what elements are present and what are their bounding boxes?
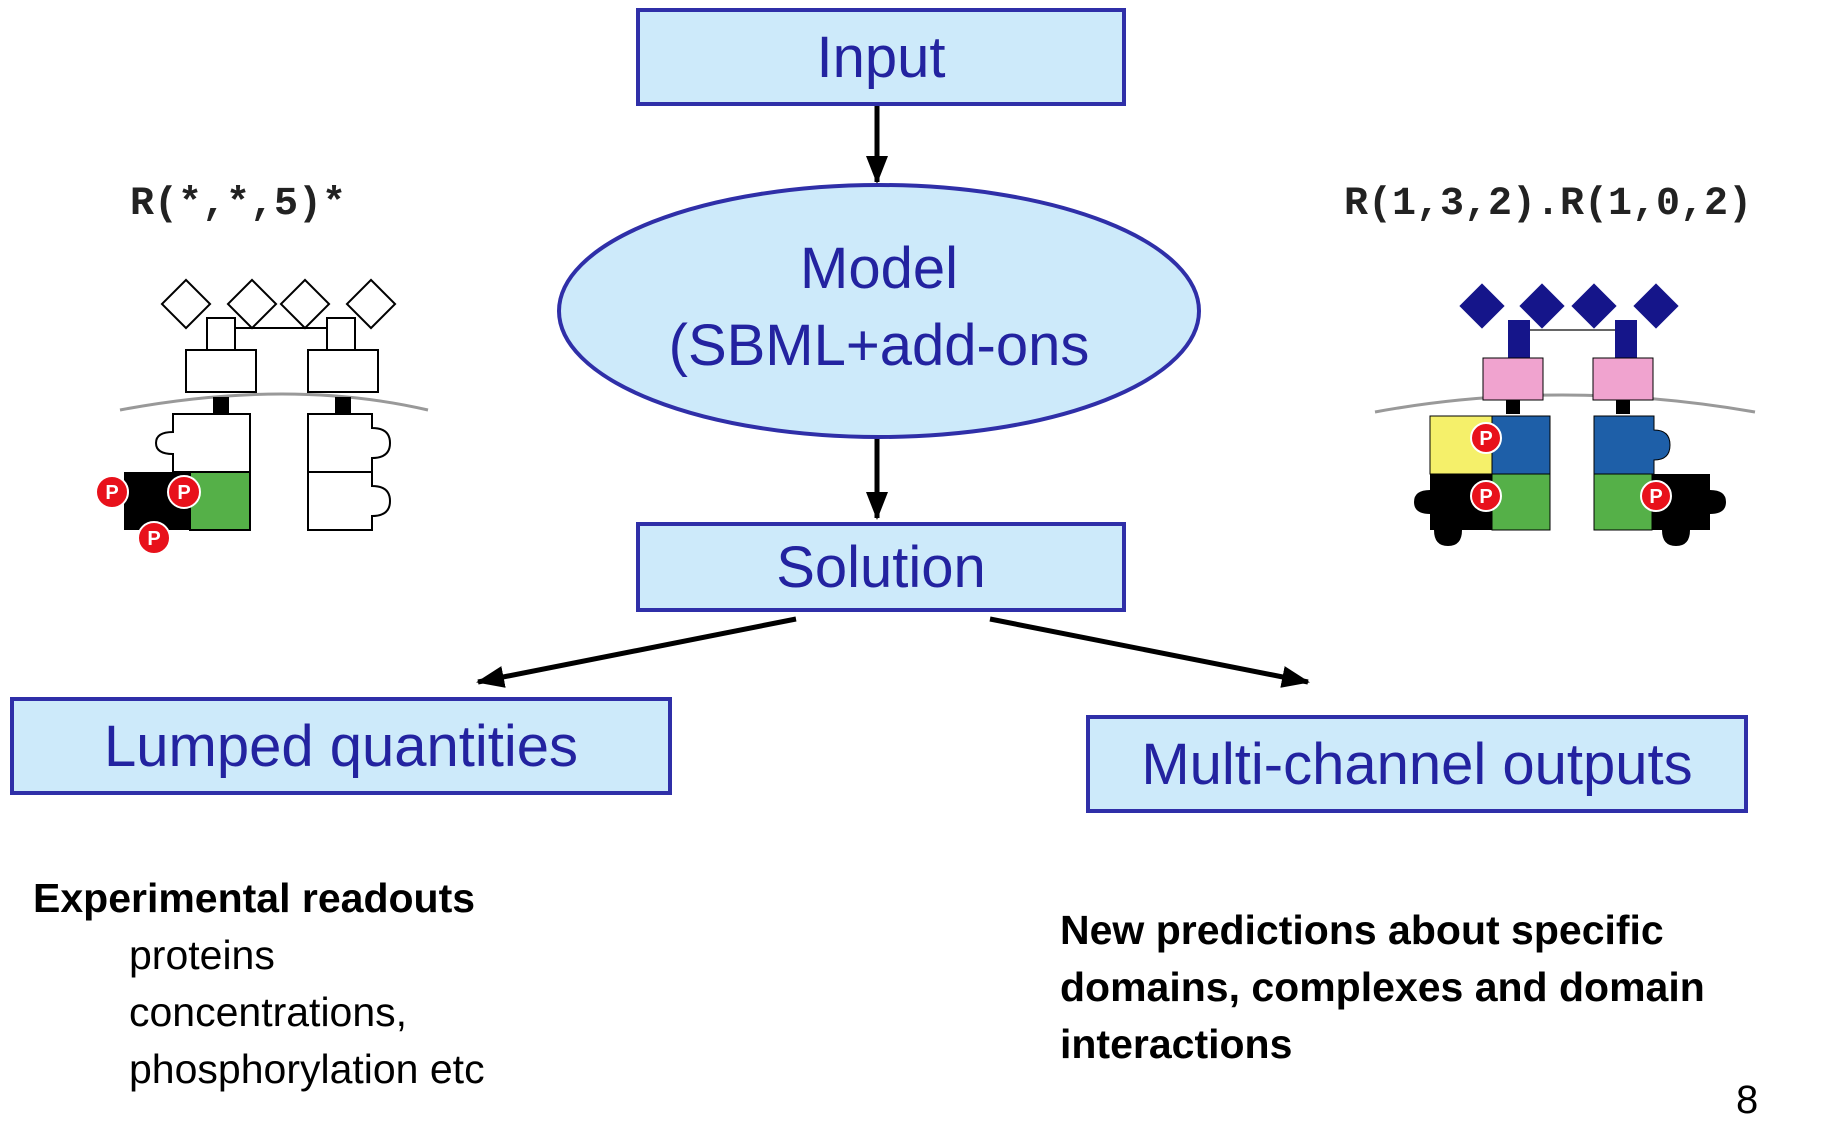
ligand-diamond <box>1633 283 1679 329</box>
pink-domain <box>1592 357 1654 401</box>
new-predictions-note: New predictions about specific domains, … <box>1060 902 1705 1073</box>
solution-box: Solution <box>636 522 1126 612</box>
arrow-solution-to-lumped <box>476 616 797 688</box>
ligand-diamond <box>226 278 278 330</box>
model-label-line1: Model <box>800 236 958 301</box>
readout-item: concentrations, <box>129 989 408 1035</box>
pink-domain <box>1482 357 1544 401</box>
phospho-mark: P <box>105 482 118 504</box>
phospho-mark: P <box>1649 486 1662 508</box>
phospho-mark: P <box>1479 428 1492 450</box>
phospho-mark: P <box>1479 486 1492 508</box>
ligand-diamond <box>160 278 212 330</box>
solution-label: Solution <box>776 534 986 600</box>
ligand-diamond <box>345 278 397 330</box>
phospho-mark: P <box>177 482 190 504</box>
blue-domain <box>1593 415 1671 475</box>
left-molecule-label: R(*,*,5)* <box>130 182 347 227</box>
readout-item: phosphorylation etc <box>129 1046 485 1092</box>
membrane-curve <box>1374 393 1756 414</box>
ligand-diamond <box>1459 283 1505 329</box>
model-label-line2: (SBML+add-ons <box>669 313 1090 378</box>
right-molecule-label: R(1,3,2).R(1,0,2) <box>1344 182 1753 227</box>
experimental-readouts-heading: Experimental readouts <box>33 875 476 921</box>
experimental-readouts-note: Experimental readouts proteins concentra… <box>33 870 485 1098</box>
green-domain <box>189 471 251 531</box>
flow-arrows <box>476 106 1310 688</box>
phospho-mark: P <box>147 528 160 550</box>
arrow-solution-to-multichannel <box>989 616 1310 688</box>
input-box: Input <box>636 8 1126 106</box>
ligand-diamond <box>279 278 331 330</box>
multichannel-outputs-label: Multi-channel outputs <box>1141 731 1693 797</box>
multichannel-outputs-box: Multi-channel outputs <box>1086 715 1748 813</box>
blue-domain <box>1491 415 1551 475</box>
right-receptor-diagram: P P P <box>1374 283 1756 546</box>
left-receptor-diagram: P P P <box>95 278 429 555</box>
readout-item: proteins <box>129 932 275 978</box>
input-label: Input <box>816 24 946 90</box>
new-predictions-line: New predictions about specific <box>1060 907 1664 953</box>
page-number: 8 <box>1736 1078 1759 1122</box>
lumped-quantities-box: Lumped quantities <box>10 697 672 795</box>
new-predictions-line: interactions <box>1060 1021 1293 1067</box>
model-ellipse: Model (SBML+add-ons <box>557 183 1201 439</box>
lumped-quantities-label: Lumped quantities <box>104 713 578 779</box>
membrane-curve <box>119 392 429 412</box>
new-predictions-line: domains, complexes and domain <box>1060 964 1705 1010</box>
ligand-diamond <box>1571 283 1617 329</box>
